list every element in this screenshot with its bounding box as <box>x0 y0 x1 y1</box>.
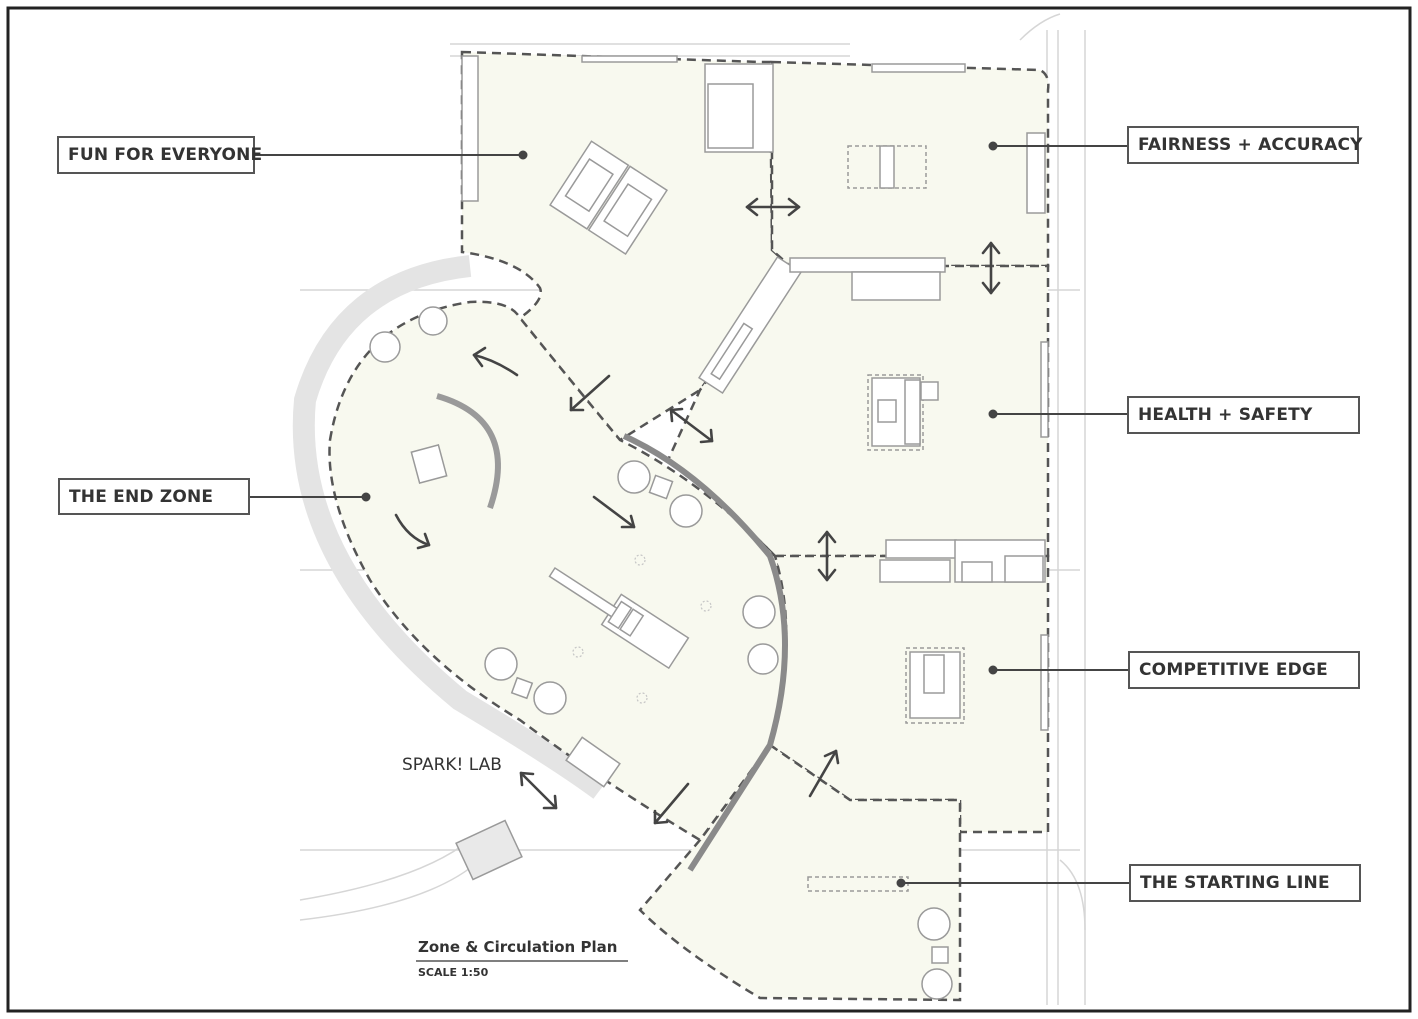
exhibit-furniture <box>369 55 1049 1000</box>
zone-starting-line <box>638 743 962 1002</box>
label-competitive-edge: COMPETITIVE EDGE <box>1128 651 1360 689</box>
caption-scale: SCALE 1:50 <box>418 966 489 979</box>
end-zone-wall <box>292 255 607 799</box>
circulation-arrows <box>394 197 1001 825</box>
zone-fairness-accuracy <box>770 60 1050 268</box>
caption-title: Zone & Circulation Plan <box>418 938 618 956</box>
label-fairness-accuracy: FAIRNESS + ACCURACY <box>1127 126 1362 164</box>
outer-border <box>6 6 1412 1013</box>
label-spark-lab: SPARK! LAB <box>402 755 502 775</box>
label-health-safety: HEALTH + SAFETY <box>1127 396 1360 434</box>
label-the-end-zone: THE END ZONE <box>58 478 250 515</box>
stools <box>572 554 712 704</box>
leader-lines <box>249 141 1130 888</box>
label-fun-for-everyone: FUN FOR EVERYONE <box>57 136 262 174</box>
label-the-starting-line: THE STARTING LINE <box>1129 864 1361 902</box>
